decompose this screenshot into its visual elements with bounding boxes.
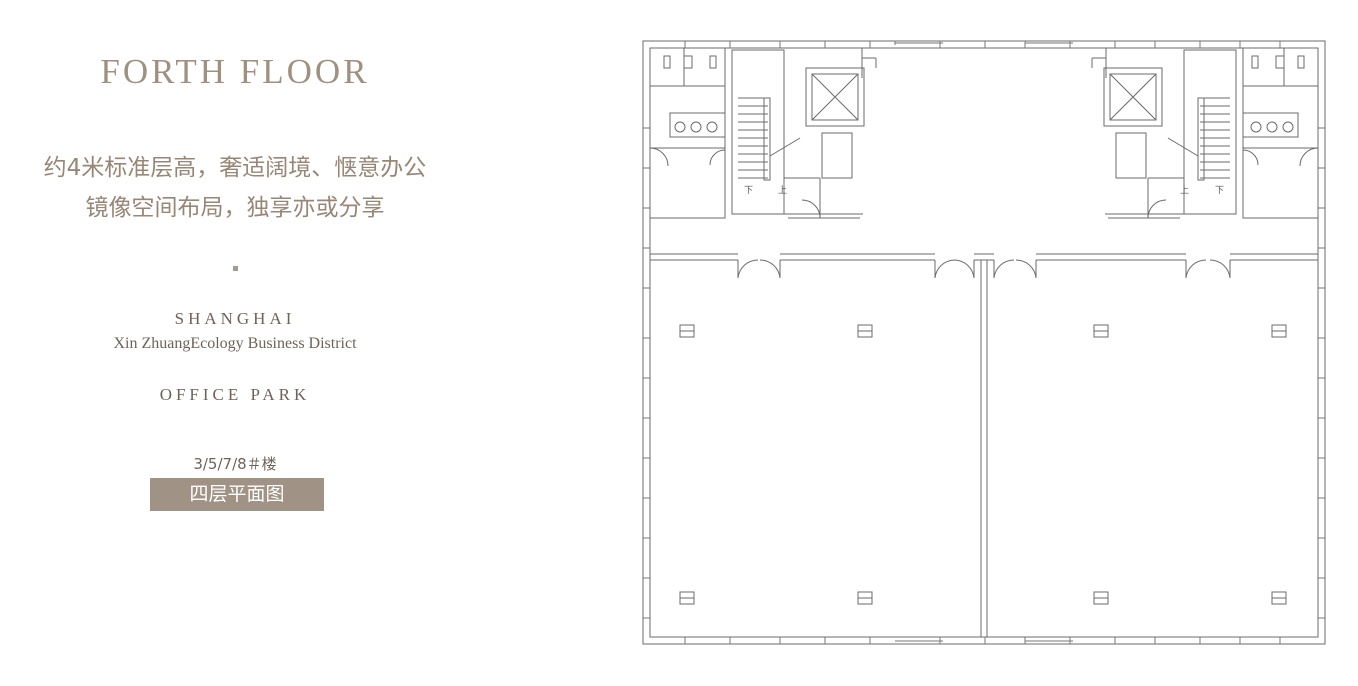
left-core [649, 47, 877, 219]
stair-label-down-left: 下 [744, 186, 753, 196]
window-ticks-bottom [684, 637, 1281, 644]
info-panel: FORTH FLOOR 约4米标准层高，奢适阔境、惬意办公 镜像空间布局，独享亦… [0, 0, 470, 686]
outer-wall [642, 40, 1326, 645]
window-ticks-top [684, 41, 1281, 48]
stair-label-up-right: 上 [1180, 185, 1189, 196]
divider-dot [233, 266, 238, 271]
corridor-doors [737, 259, 1231, 279]
center-divider [980, 260, 988, 637]
slogan-line-2: 镜像空间布局，独享亦或分享 [85, 195, 385, 221]
stair-label-down-right: 下 [1215, 186, 1224, 196]
building-numbers: 3/5/7/8＃楼 [193, 455, 277, 473]
corridor-wall [650, 253, 1318, 261]
right-core [1091, 47, 1319, 219]
park-name: OFFICE PARK [159, 385, 311, 404]
columns [679, 324, 1287, 605]
window-ticks-sides [643, 127, 1325, 619]
floor-badge: 四层平面图 [150, 478, 324, 511]
city-name: SHANGHAI [174, 309, 296, 328]
slogan-line-1: 约4米标准层高，奢适阔境、惬意办公 [43, 155, 427, 181]
inner-wall [649, 47, 1319, 638]
stair-label-up-left: 上 [778, 185, 787, 196]
page-title: FORTH FLOOR [100, 52, 370, 91]
floor-plan: 下 上 上 下 [642, 40, 1326, 645]
district-name: Xin ZhuangEcology Business District [113, 335, 357, 352]
